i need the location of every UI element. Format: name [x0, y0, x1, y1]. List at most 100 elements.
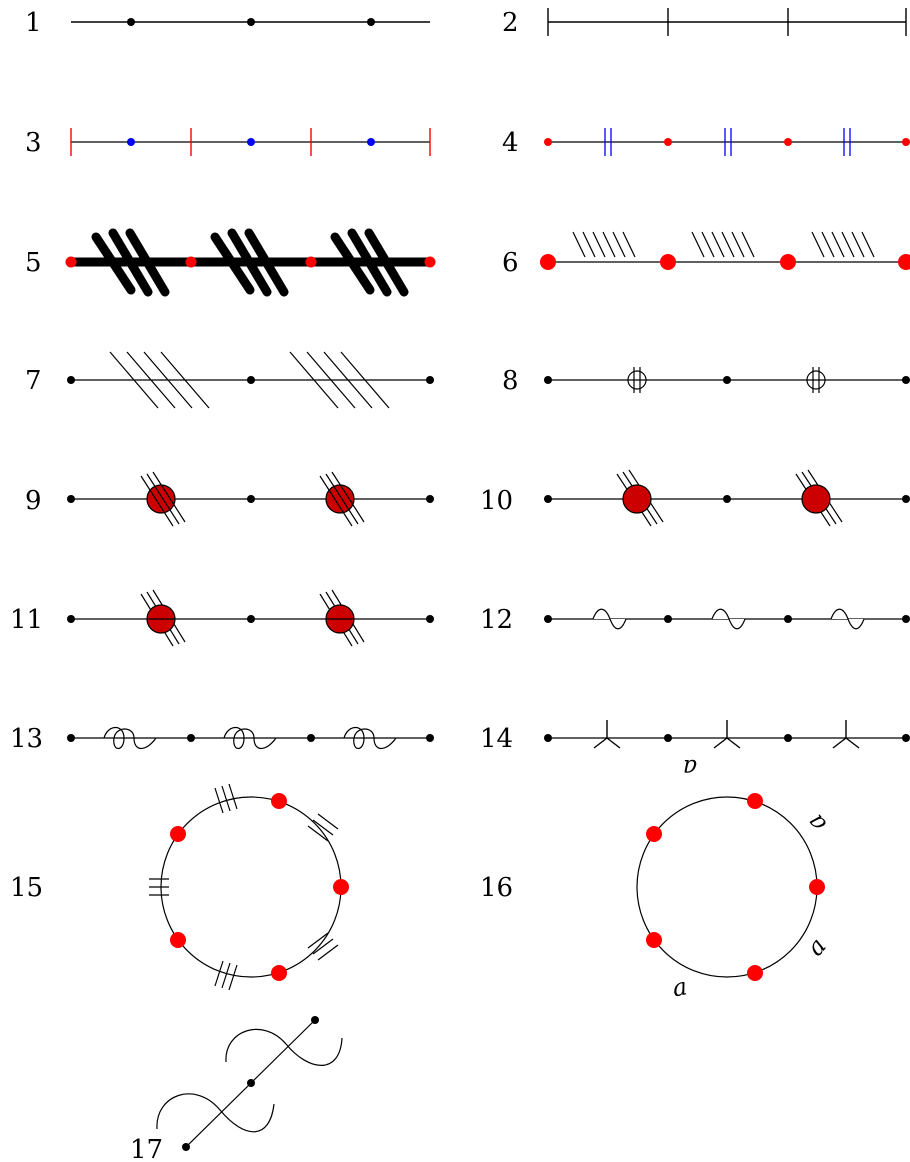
circle [160, 796, 342, 978]
triple-slash-mark [210, 228, 289, 297]
label-6: 6 [502, 248, 519, 278]
side-label: a [683, 754, 697, 782]
label-1: 1 [25, 8, 42, 38]
label-4: 4 [502, 128, 519, 158]
point [333, 879, 349, 895]
curl-mark [225, 1028, 343, 1066]
triple-slash-mark [319, 471, 365, 527]
point [271, 793, 287, 809]
point [426, 495, 434, 503]
long-triple-slash-mark [109, 351, 210, 409]
circled-double-tick-mark [806, 367, 826, 393]
point [784, 138, 792, 146]
diagram-12: 12 [480, 605, 910, 635]
label-14: 14 [480, 724, 513, 754]
point [723, 376, 731, 384]
point [544, 734, 552, 742]
diagram-15: 15 [10, 783, 349, 991]
point [660, 254, 676, 270]
diagram-3: 3 [25, 128, 431, 158]
side-label: a [801, 932, 832, 961]
triple-tick-mark [307, 813, 339, 842]
diagram-16: 16 a a a a [480, 754, 832, 1002]
curl-mark [156, 1093, 275, 1133]
point [646, 826, 662, 842]
triple-slash-mark [330, 228, 409, 297]
triple-tick-mark [149, 878, 169, 896]
point [780, 254, 796, 270]
tilde-mark [711, 608, 746, 630]
point [247, 138, 255, 146]
point [170, 826, 186, 842]
point [367, 138, 375, 146]
point [424, 256, 436, 268]
diagram-10: 10 [480, 469, 910, 527]
point [784, 734, 792, 742]
point [426, 615, 434, 623]
tilde-mark [830, 608, 865, 630]
label-11: 11 [10, 605, 43, 635]
triple-slash-mark [91, 228, 170, 297]
label-16: 16 [480, 873, 513, 903]
label-9: 9 [25, 486, 42, 516]
trident-mark [593, 720, 621, 749]
loop-mark [103, 726, 157, 750]
double-tick-mark [604, 128, 612, 156]
point [426, 376, 434, 384]
diagram-6: 6 [502, 231, 910, 278]
trident-mark [832, 720, 860, 749]
long-triple-slash-mark [289, 351, 390, 409]
point [67, 734, 75, 742]
diagram-1: 1 [25, 8, 430, 38]
point [247, 1079, 255, 1087]
point [646, 932, 662, 948]
double-tick-mark [724, 128, 732, 156]
point [540, 254, 556, 270]
point [898, 254, 910, 270]
label-5: 5 [25, 248, 42, 278]
point [902, 138, 910, 146]
trident-mark [713, 720, 741, 749]
diagram-8: 8 [502, 366, 910, 396]
label-10: 10 [480, 486, 513, 516]
label-2: 2 [502, 8, 519, 38]
triple-slash-mark [140, 471, 186, 527]
point [784, 615, 792, 623]
point [544, 615, 552, 623]
triple-tick-mark [214, 783, 238, 814]
label-17: 17 [130, 1135, 163, 1162]
point [902, 734, 910, 742]
point [723, 495, 731, 503]
side-label: a [801, 809, 832, 838]
point [747, 793, 763, 809]
diagram-4: 4 [502, 128, 910, 158]
triple-tick-mark [307, 932, 339, 961]
point [544, 495, 552, 503]
diagram-2: 2 [502, 8, 907, 38]
point [271, 965, 287, 981]
point [65, 256, 77, 268]
midpoint-disc [801, 484, 831, 514]
point [664, 138, 672, 146]
diagram-14: 14 [480, 720, 910, 754]
circled-double-tick-mark [627, 367, 647, 393]
point [544, 138, 552, 146]
label-3: 3 [25, 128, 42, 158]
point [247, 18, 255, 26]
point [664, 615, 672, 623]
point [127, 18, 135, 26]
diagram-11: 11 [10, 589, 434, 647]
point [544, 376, 552, 384]
double-tick-mark [843, 128, 851, 156]
diagram-7: 7 [25, 351, 434, 409]
point [902, 376, 910, 384]
point [247, 495, 255, 503]
point [902, 495, 910, 503]
diagram-5: 5 [25, 228, 436, 297]
point [170, 932, 186, 948]
point [67, 615, 75, 623]
point [307, 734, 315, 742]
hatching-mark [691, 231, 755, 258]
point [185, 256, 197, 268]
